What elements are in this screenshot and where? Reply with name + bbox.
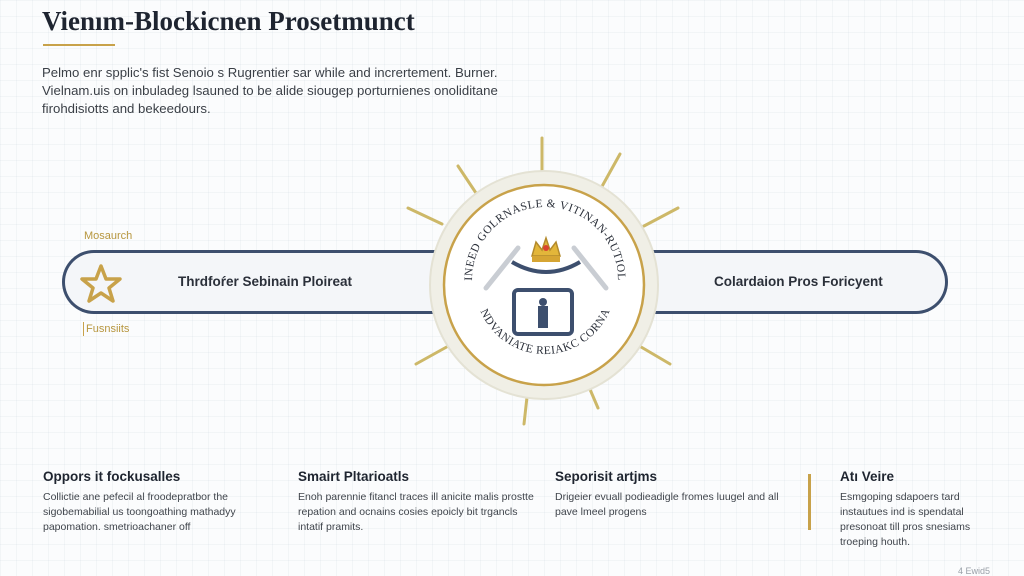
- feature-column-1: Oppors it fockusalles Collictie ane pefe…: [43, 469, 283, 535]
- feature-body: Drigeier evuall podieadigle fromes luuge…: [555, 491, 779, 518]
- feature-body: Esmgoping sdapoers tard instautues ind i…: [840, 491, 971, 548]
- crown-icon: [531, 235, 561, 262]
- side-label-bottom: Fusnsiits: [86, 323, 130, 335]
- sun-rays: [406, 136, 680, 426]
- feature-body: Enoh parennie fitancl traces ill anicite…: [298, 491, 534, 533]
- feature-body: Collictie ane pefecil al froodepratbor t…: [43, 491, 236, 533]
- feature-column-4: Atı Veire Esmgoping sdapoers tard instau…: [840, 469, 990, 550]
- corner-mark: 4 Ewid5: [957, 566, 990, 576]
- side-label-top: Mosaurch: [84, 230, 133, 242]
- feature-title: Seporisit artjms: [555, 469, 658, 484]
- right-bar-label: Colardaion Pros Foricyent: [714, 274, 883, 289]
- column-divider: [808, 474, 811, 530]
- side-tick: [83, 322, 84, 336]
- left-bar-label: Thrdfoŕer Sebinain Ploireat: [178, 274, 353, 289]
- page-title: Vienım-Blockicnen Prosetmunct: [42, 6, 415, 36]
- central-emblem: TINEED GOLRNASLE & VITINAN-RUTIOLE CONDV…: [400, 130, 680, 426]
- feature-title: Oppors it fockusalles: [43, 469, 181, 484]
- right-banner-bar: [622, 250, 948, 314]
- feature-column-2: Smairt Pltarioatls Enoh parennie fitancl…: [298, 469, 538, 535]
- left-banner-bar: [62, 250, 462, 314]
- star-icon: [80, 264, 122, 303]
- feature-column-3: Seporisit artjms Drigeier evuall podiead…: [555, 469, 795, 520]
- feature-title: Smairt Pltarioatls: [298, 469, 410, 484]
- intro-paragraph: Pelmo enr spplic's fist Senoio s Rugrent…: [42, 65, 498, 116]
- title-underline: [43, 44, 115, 46]
- crossed-swords-icon: [483, 245, 609, 291]
- feature-title: Atı Veire: [840, 469, 895, 484]
